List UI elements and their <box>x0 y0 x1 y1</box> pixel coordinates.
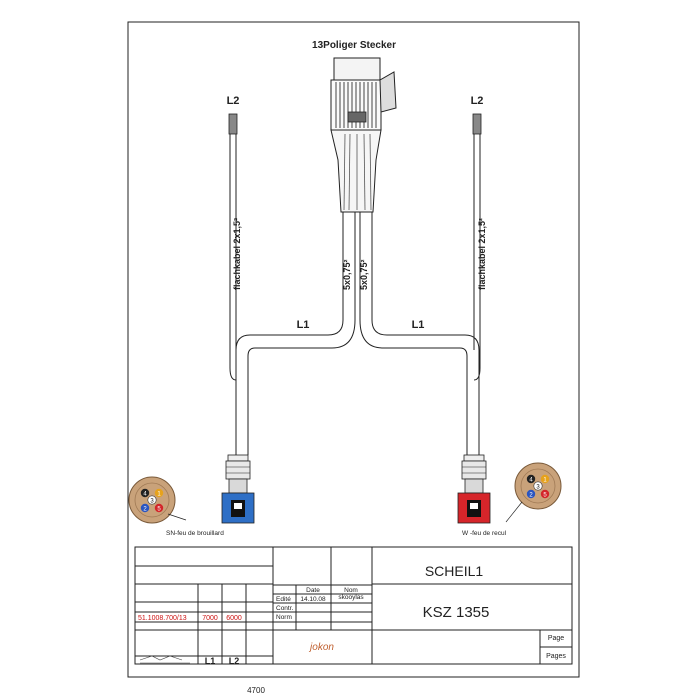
col-l1: L1 <box>205 656 216 666</box>
page-label: Page <box>548 635 564 642</box>
l1-right-label: L1 <box>412 319 425 331</box>
pin-right-5 <box>540 489 550 499</box>
pin-right-3 <box>533 481 543 491</box>
pages-label: Pages <box>546 653 566 660</box>
row-norm: Norm <box>276 614 292 621</box>
lamp-connector-right <box>457 454 491 524</box>
l2-length-value: 6000 <box>226 615 242 622</box>
lamp-connector-left <box>221 454 255 524</box>
cable-left-label: flachkabel 2x1,5² <box>232 218 242 290</box>
col-l2: L2 <box>229 656 240 666</box>
svg-text:2: 2 <box>143 507 147 513</box>
col-nom: Nom <box>344 587 358 594</box>
part-reference: 51.1008.700/13 <box>138 615 187 622</box>
pin-right-2 <box>526 489 536 499</box>
edit-date: 14.10.08 <box>300 596 326 603</box>
l1-length-value: 7000 <box>202 615 218 622</box>
branch-right <box>359 319 480 455</box>
cable-left <box>228 113 238 381</box>
svg-text:3: 3 <box>536 485 540 491</box>
pin-left-5 <box>154 503 164 513</box>
row-edit: Edité <box>276 596 291 603</box>
l2-left-label: L2 <box>227 95 240 107</box>
footer-number: 4700 <box>247 686 265 695</box>
company-logo: jokon <box>308 642 334 653</box>
edit-name: skooylas <box>338 594 364 601</box>
lamp-left-caption: SN-feu de brouillard <box>166 530 224 537</box>
svg-text:4: 4 <box>143 492 147 498</box>
core-cables <box>342 212 373 320</box>
branch-left <box>235 319 356 455</box>
pin-left-1 <box>154 488 164 498</box>
revision-scribble <box>139 655 190 664</box>
row-contr: Contr. <box>276 605 294 612</box>
svg-text:1: 1 <box>543 478 547 484</box>
pin-left-2 <box>140 503 150 513</box>
pin-diagram-right: 4 1 3 2 5 <box>505 462 562 523</box>
connector-13-pin <box>330 57 397 213</box>
cable-right <box>472 113 482 381</box>
cable-right-label: flachkabel 2x1,5² <box>477 218 487 290</box>
svg-text:4: 4 <box>529 478 533 484</box>
svg-text:1: 1 <box>157 492 161 498</box>
pin-left-4 <box>140 488 150 498</box>
l2-right-label: L2 <box>471 95 484 107</box>
connector-title: 13Poliger Stecker <box>312 40 396 51</box>
lamp-left-housing <box>221 492 255 524</box>
svg-text:3: 3 <box>150 499 154 505</box>
sheet-border <box>127 21 580 678</box>
lamp-right-caption: W -feu de recul <box>462 530 507 537</box>
pin-left-3 <box>147 495 157 505</box>
pin-right-4 <box>526 474 536 484</box>
title-block <box>134 546 573 665</box>
l1-left-label: L1 <box>297 319 310 331</box>
pin-right-1 <box>540 474 550 484</box>
drawing-number: KSZ 1355 <box>423 604 490 621</box>
svg-text:5: 5 <box>157 507 161 513</box>
svg-text:5: 5 <box>543 493 547 499</box>
core-label-a: 5x0,75² <box>342 259 352 290</box>
drawing-name: SCHEIL1 <box>425 563 484 579</box>
svg-text:2: 2 <box>529 493 533 499</box>
col-date: Date <box>306 587 320 594</box>
pin-diagram-left: 4 1 3 2 5 <box>128 476 187 524</box>
core-label-b: 5x0,75² <box>359 259 369 290</box>
